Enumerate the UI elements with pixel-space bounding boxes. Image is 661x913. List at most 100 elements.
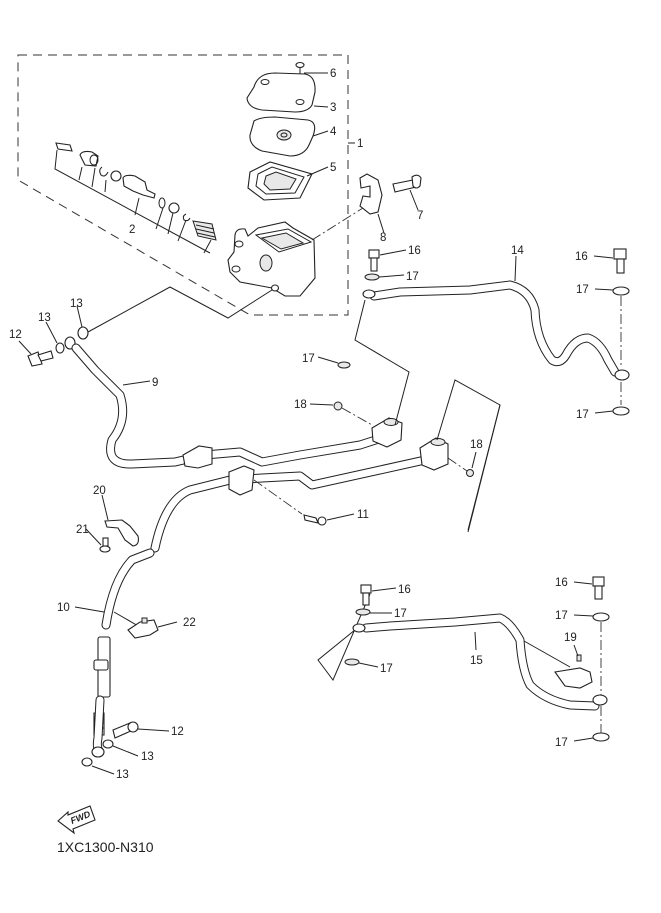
- leader-12a: [18, 340, 32, 355]
- part-13-washer[interactable]: [77, 326, 89, 340]
- part-22-clamp[interactable]: [127, 617, 159, 639]
- leader-22: [157, 621, 178, 628]
- leader-9: [122, 380, 151, 386]
- callout-3: 3: [330, 102, 336, 114]
- part-21-bolt[interactable]: [99, 537, 111, 553]
- leader-17d: [594, 410, 614, 414]
- callout-8: 8: [380, 232, 386, 244]
- callout-17-e: 17: [394, 608, 407, 620]
- callout-12-lower: 12: [171, 726, 184, 738]
- leader-17a: [378, 274, 405, 278]
- part-11-bolt[interactable]: [303, 514, 319, 524]
- part-17-washer[interactable]: [612, 406, 630, 416]
- callout-9: 9: [152, 377, 158, 389]
- callout-6: 6: [330, 68, 336, 80]
- callout-17-b: 17: [576, 284, 589, 296]
- callout-5: 5: [330, 162, 336, 174]
- callout-2: 2: [129, 224, 135, 236]
- leader-17h: [573, 737, 594, 742]
- leader-15: [474, 631, 477, 651]
- part-17-washer[interactable]: [612, 286, 630, 296]
- leader-13d: [91, 765, 115, 775]
- callout-18-a: 18: [294, 399, 307, 411]
- callout-17-f: 17: [380, 663, 393, 675]
- leader-13b: [76, 305, 83, 328]
- part-11-bolt-head: [317, 516, 327, 526]
- frame-edge: [467, 404, 501, 533]
- callout-7: 7: [417, 210, 423, 222]
- callout-11: 11: [357, 509, 369, 521]
- part-3-reservoir-cap[interactable]: [246, 72, 316, 113]
- callout-17-h: 17: [555, 737, 568, 749]
- callout-17-d: 17: [576, 409, 589, 421]
- leader-5: [306, 166, 329, 177]
- part-16-union-bolt[interactable]: [368, 249, 380, 272]
- part-16-union-bolt[interactable]: [613, 248, 627, 274]
- callout-1: 1: [357, 138, 363, 150]
- part-17-washer[interactable]: [337, 361, 351, 369]
- part-18-bolt[interactable]: [466, 469, 474, 477]
- part-5-gasket[interactable]: [247, 161, 313, 201]
- callout-labels: 1 2 3 4 5 6 7 8 9 10 11 12 12 13 13 13 1…: [9, 68, 589, 781]
- diagram-code: 1XC1300-N310: [57, 839, 154, 855]
- callout-15: 15: [470, 655, 483, 667]
- callout-12-upper: 12: [9, 329, 22, 341]
- part-17-washer[interactable]: [592, 612, 610, 622]
- part-11-brake-pipe[interactable]: [150, 437, 449, 553]
- leader-17c: [317, 356, 339, 364]
- part-13-washer[interactable]: [81, 757, 93, 767]
- leader-3: [313, 105, 329, 108]
- callout-17-a: 17: [406, 271, 419, 283]
- callout-16-d: 16: [555, 577, 568, 589]
- part-2-piston-kit[interactable]: [55, 142, 217, 241]
- leader-2: [54, 149, 212, 254]
- leader-block-15-frame: [317, 379, 501, 681]
- part-17-washer[interactable]: [592, 732, 610, 742]
- leader-17b: [594, 288, 614, 291]
- part-20-bracket[interactable]: [104, 519, 139, 547]
- part-12-union-bolt-lower[interactable]: [112, 721, 139, 739]
- part-7-bolt[interactable]: [392, 174, 422, 193]
- part-10-brake-hose[interactable]: [91, 548, 155, 758]
- leader-4: [312, 130, 329, 137]
- leader-11: [326, 513, 355, 521]
- part-17-washer[interactable]: [364, 273, 380, 281]
- part-1-master-cylinder-body[interactable]: [227, 221, 316, 297]
- leader-10: [74, 606, 105, 613]
- part-13-washer[interactable]: [55, 342, 65, 354]
- callout-18-b: 18: [470, 439, 483, 451]
- callout-4: 4: [330, 126, 337, 138]
- leader-18a-axis: [341, 407, 373, 426]
- callout-17-g: 17: [555, 610, 568, 622]
- callout-13-c: 13: [141, 751, 154, 763]
- assembly-boundary: [17, 54, 349, 316]
- part-17-washer[interactable]: [344, 658, 360, 666]
- part-12-union-bolt-upper[interactable]: [27, 350, 54, 367]
- callout-22: 22: [183, 617, 196, 629]
- callout-13-b: 13: [70, 298, 83, 310]
- part-17-washer[interactable]: [355, 608, 371, 616]
- leader-18a: [309, 403, 334, 406]
- part-19-clamp[interactable]: [554, 654, 593, 689]
- leader-18b-axis: [447, 457, 468, 472]
- part-18-bolt[interactable]: [333, 401, 343, 411]
- callout-13-d: 13: [116, 769, 129, 781]
- leader-19-hose: [523, 640, 571, 668]
- part-16-union-bolt[interactable]: [592, 576, 605, 600]
- leader-13c: [112, 745, 139, 757]
- part-13-washer[interactable]: [102, 739, 114, 749]
- leader-13a: [45, 321, 58, 344]
- part-9-brake-hose[interactable]: [71, 343, 403, 469]
- callout-21: 21: [76, 524, 89, 536]
- leader-8-body: [311, 207, 364, 241]
- part-16-union-bolt[interactable]: [360, 584, 372, 606]
- part-14-brake-hose[interactable]: [362, 280, 630, 381]
- part-8-holder[interactable]: [359, 173, 383, 215]
- callout-10: 10: [57, 602, 70, 614]
- part-4-diaphragm-plate[interactable]: [249, 116, 316, 157]
- callout-13-a: 13: [38, 312, 51, 324]
- leader-16d: [573, 581, 593, 585]
- leader-16a: [379, 249, 407, 256]
- part-15-brake-hose[interactable]: [352, 613, 608, 711]
- leader-20: [101, 494, 109, 521]
